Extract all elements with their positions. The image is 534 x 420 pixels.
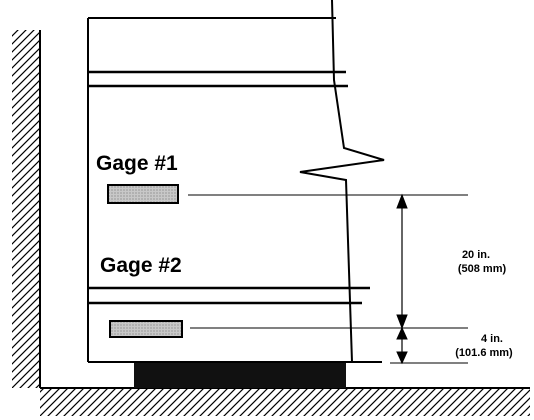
dimension-upper-metric: (508 mm) xyxy=(458,263,507,275)
wall xyxy=(12,30,41,388)
dimension-upper xyxy=(396,193,408,330)
dimension-lower xyxy=(390,326,468,365)
dimension-upper-label: 20 in. xyxy=(462,249,490,261)
dimension-lower-label: 4 in. xyxy=(481,333,503,345)
container-body xyxy=(87,0,385,363)
gage-1-label: Gage #1 xyxy=(96,152,178,175)
floor xyxy=(40,387,530,416)
gage-1 xyxy=(107,184,468,204)
gage-2-label: Gage #2 xyxy=(100,254,182,277)
gage-2 xyxy=(109,320,468,338)
dimension-lower-metric: (101.6 mm) xyxy=(455,347,513,359)
base-block xyxy=(134,362,346,388)
